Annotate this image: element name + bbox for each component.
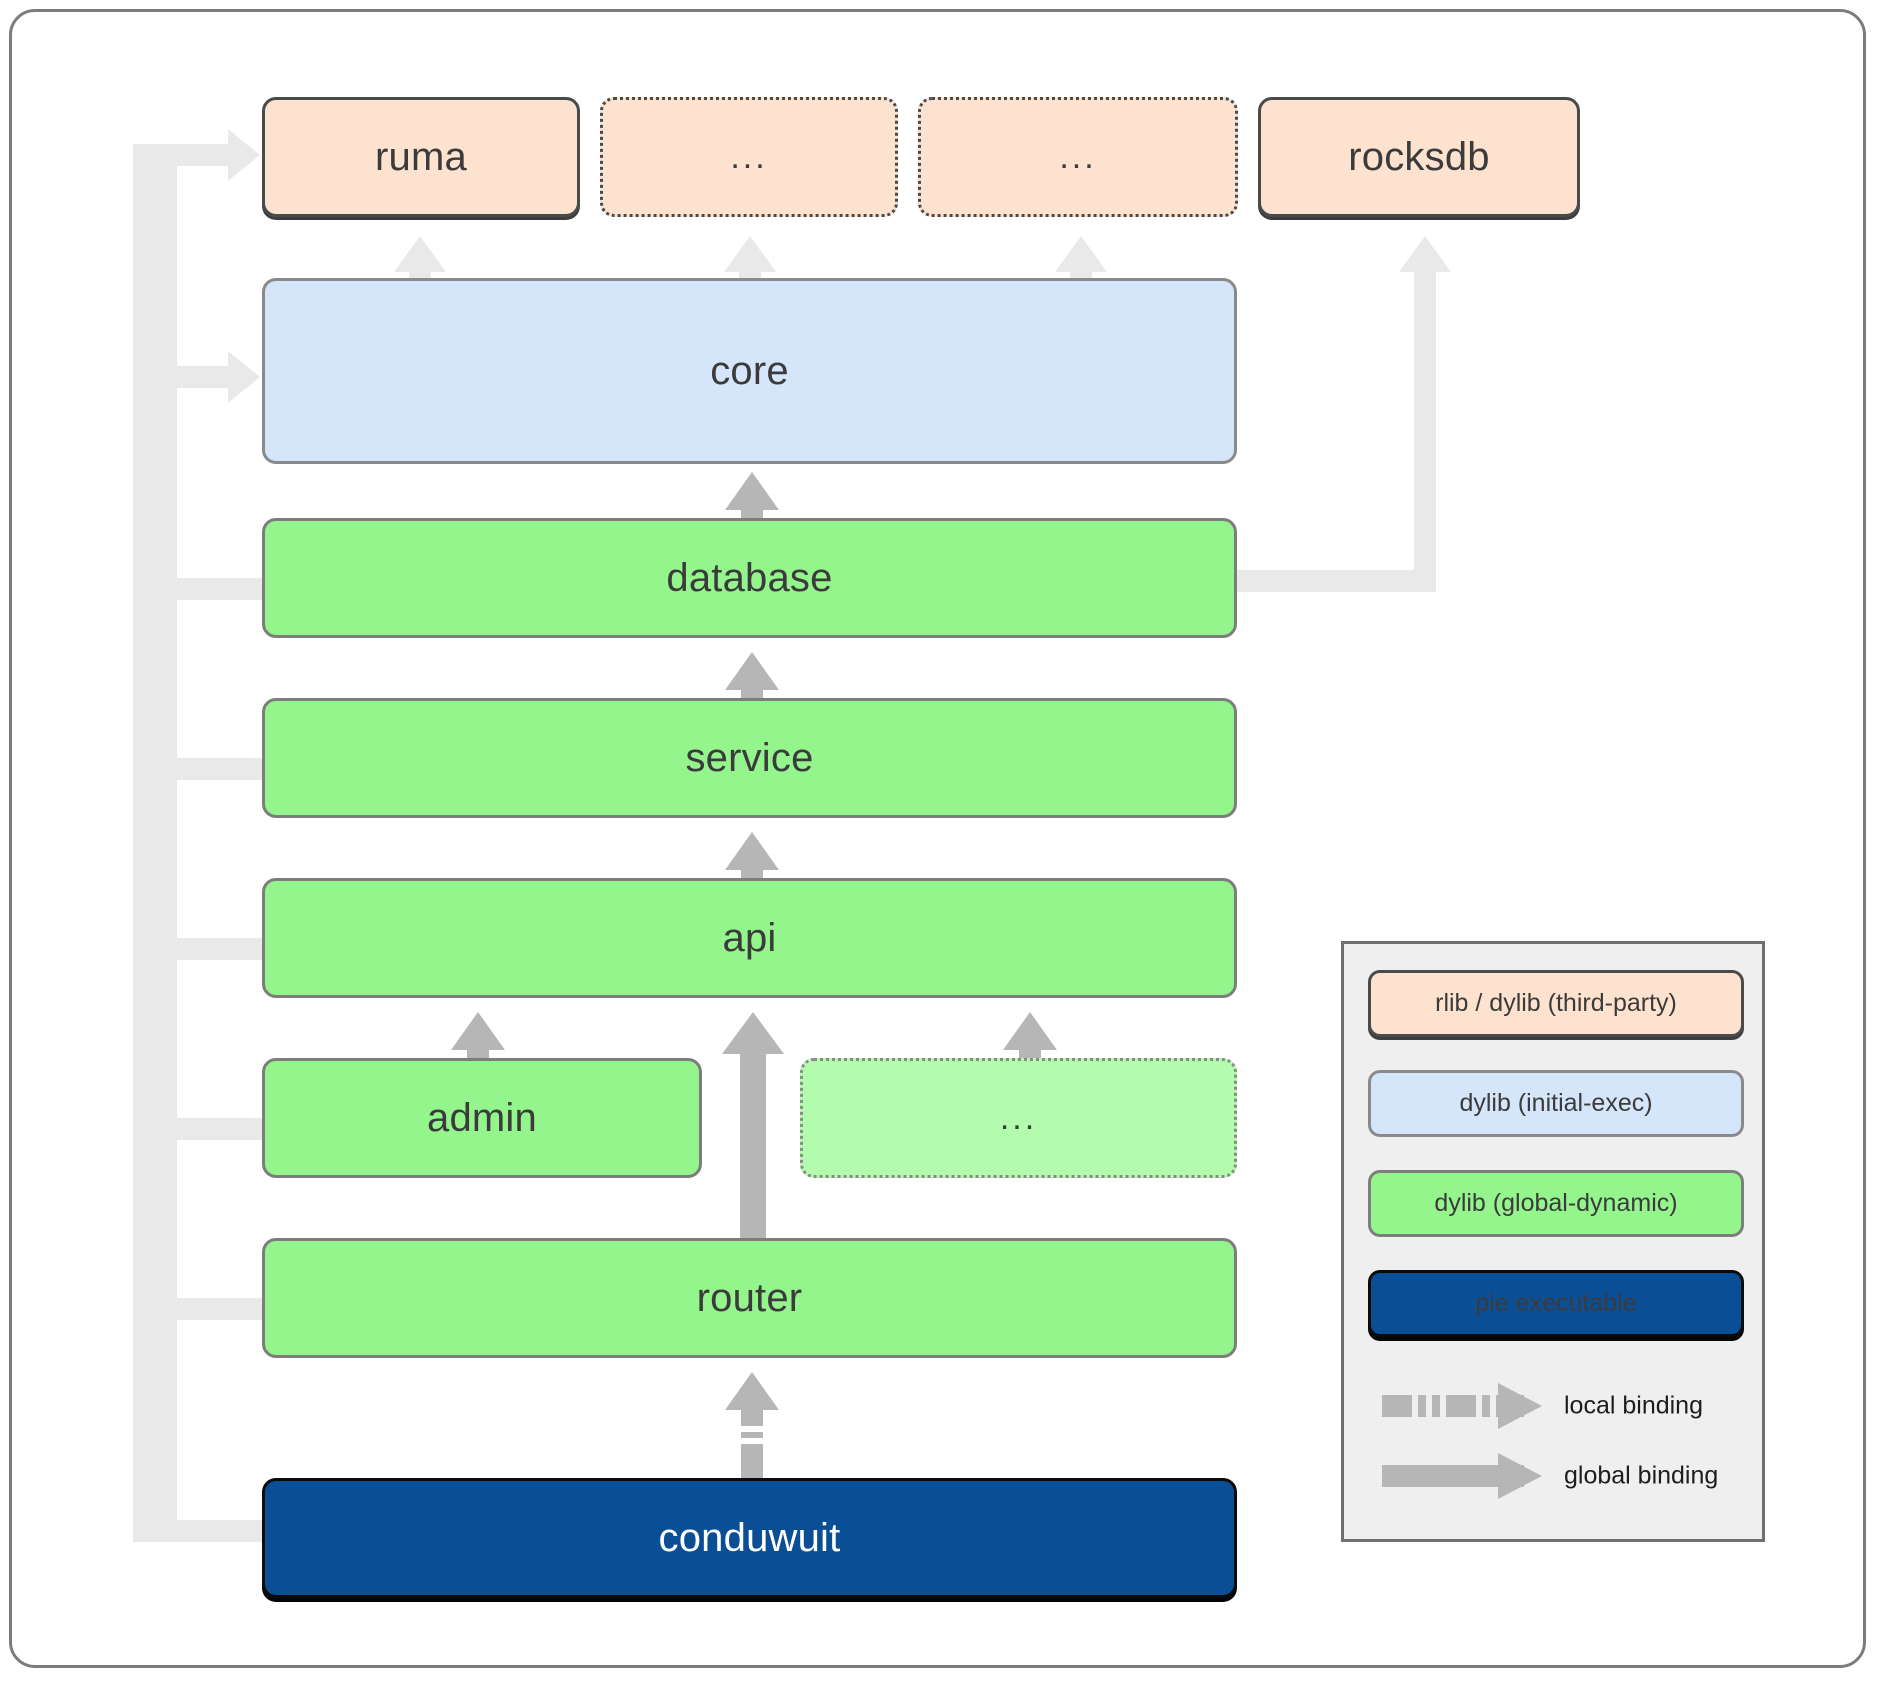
branch-to-ruma bbox=[133, 144, 233, 166]
node-admin-label: admin bbox=[427, 1095, 537, 1140]
branch-to-admin bbox=[155, 1118, 270, 1140]
arrowhead-ruma bbox=[228, 129, 260, 181]
arrowhead-core bbox=[228, 351, 260, 403]
branch-to-core bbox=[155, 366, 233, 388]
node-rocksdb[interactable]: rocksdb bbox=[1258, 97, 1580, 217]
node-api-sibling[interactable]: ... bbox=[800, 1058, 1237, 1178]
branch-to-database bbox=[155, 578, 270, 600]
node-thirdparty-b[interactable]: ... bbox=[918, 97, 1238, 217]
legend-edge-local-binding: local binding bbox=[1368, 1376, 1744, 1436]
branch-to-api bbox=[155, 938, 270, 960]
legend-edge-local-binding-label: local binding bbox=[1564, 1391, 1703, 1420]
arrow-router-to-api bbox=[722, 1012, 784, 1250]
legend-edge-global-binding-label: global binding bbox=[1564, 1461, 1719, 1490]
edge-database-to-rocksdb-horizontal bbox=[1236, 570, 1436, 592]
node-database-label: database bbox=[666, 555, 833, 600]
node-thirdparty-a-label: ... bbox=[730, 137, 768, 176]
node-core-label: core bbox=[710, 348, 789, 393]
node-core[interactable]: core bbox=[262, 278, 1237, 464]
arrow-service-to-database bbox=[724, 652, 780, 710]
node-thirdparty-b-label: ... bbox=[1059, 137, 1097, 176]
arrowhead-rocksdb bbox=[1399, 236, 1451, 272]
solid-arrow-icon bbox=[1382, 1453, 1542, 1499]
node-router-label: router bbox=[696, 1275, 803, 1320]
legend-item-initial-exec-label: dylib (initial-exec) bbox=[1459, 1089, 1653, 1117]
legend-panel: rlib / dylib (third-party) dylib (initia… bbox=[1341, 941, 1765, 1542]
node-api-label: api bbox=[722, 915, 777, 960]
branch-to-service bbox=[155, 758, 270, 780]
legend-item-initial-exec: dylib (initial-exec) bbox=[1368, 1070, 1744, 1137]
node-conduwuit[interactable]: conduwuit bbox=[262, 1478, 1237, 1598]
node-router[interactable]: router bbox=[262, 1238, 1237, 1358]
rail-foot-connector bbox=[133, 1520, 268, 1542]
legend-item-pie-executable: pie executable bbox=[1368, 1270, 1744, 1337]
legend-item-third-party: rlib / dylib (third-party) bbox=[1368, 970, 1744, 1037]
node-api[interactable]: api bbox=[262, 878, 1237, 998]
left-rail-outer bbox=[133, 144, 155, 1542]
node-conduwuit-label: conduwuit bbox=[658, 1515, 841, 1560]
node-service-label: service bbox=[685, 735, 814, 780]
legend-item-pie-executable-label: pie executable bbox=[1475, 1289, 1637, 1317]
node-thirdparty-a[interactable]: ... bbox=[600, 97, 898, 217]
node-rocksdb-label: rocksdb bbox=[1348, 134, 1490, 179]
node-api-sibling-label: ... bbox=[999, 1098, 1038, 1137]
dashed-arrow-icon bbox=[1382, 1383, 1542, 1429]
legend-item-third-party-label: rlib / dylib (third-party) bbox=[1435, 989, 1677, 1017]
node-ruma-label: ruma bbox=[375, 134, 467, 179]
node-admin[interactable]: admin bbox=[262, 1058, 702, 1178]
legend-item-global-dynamic-label: dylib (global-dynamic) bbox=[1434, 1189, 1678, 1217]
legend-edge-global-binding: global binding bbox=[1368, 1446, 1744, 1506]
node-service[interactable]: service bbox=[262, 698, 1237, 818]
edge-database-to-rocksdb-vertical bbox=[1414, 258, 1436, 592]
arrow-conduwuit-to-router bbox=[724, 1372, 780, 1479]
node-database[interactable]: database bbox=[262, 518, 1237, 638]
node-ruma[interactable]: ruma bbox=[262, 97, 580, 217]
left-rail-inner bbox=[155, 155, 177, 1542]
legend-item-global-dynamic: dylib (global-dynamic) bbox=[1368, 1170, 1744, 1237]
branch-to-router bbox=[155, 1298, 270, 1320]
